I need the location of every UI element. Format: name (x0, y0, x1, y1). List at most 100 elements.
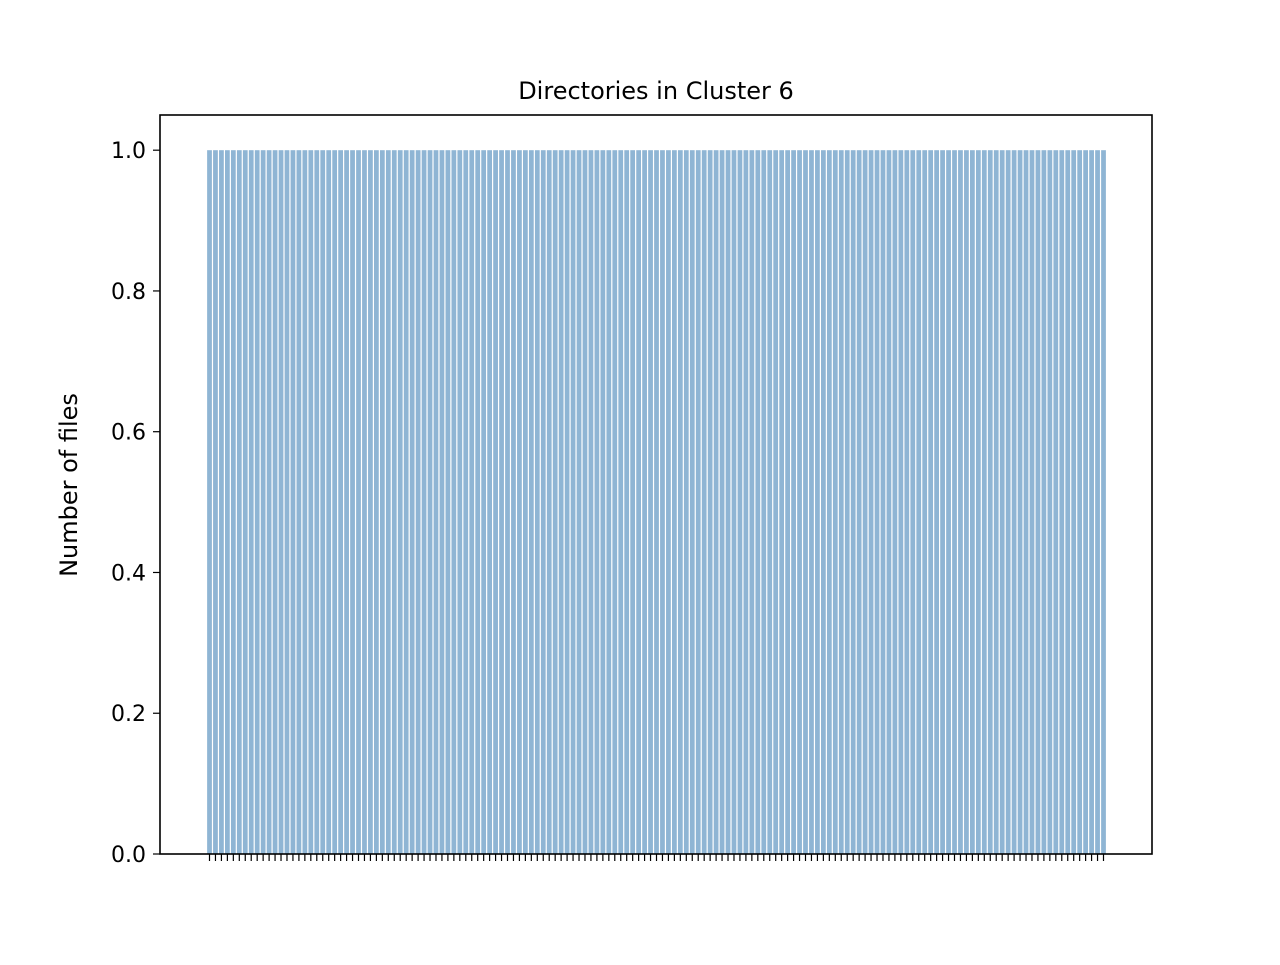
bar (1029, 150, 1035, 854)
bar (981, 150, 987, 854)
bar (1089, 150, 1094, 854)
y-tick-label: 0.8 (111, 280, 146, 305)
bar (1017, 150, 1023, 854)
bar (946, 150, 951, 854)
bar (242, 150, 248, 854)
bar (654, 150, 659, 854)
bar (809, 150, 814, 854)
bar (916, 150, 922, 854)
bar (1041, 150, 1047, 854)
bar (534, 150, 540, 854)
bar (1059, 150, 1065, 854)
bar (350, 150, 355, 854)
bar (761, 150, 767, 854)
bar (356, 150, 361, 854)
bar (797, 150, 802, 854)
bar (302, 150, 308, 854)
bar (826, 150, 832, 854)
bar (576, 150, 582, 854)
bar (964, 150, 969, 854)
bar (970, 150, 975, 854)
bar (320, 150, 326, 854)
bar (636, 150, 642, 854)
y-tick-label: 0.0 (111, 843, 146, 868)
bar (439, 150, 445, 854)
bar (344, 150, 349, 854)
bar (892, 150, 898, 854)
bar (1101, 150, 1106, 854)
bar (832, 150, 838, 854)
bar (1023, 150, 1029, 854)
bar (618, 150, 624, 854)
bar (1083, 150, 1089, 854)
bar (958, 150, 963, 854)
bar (338, 150, 344, 854)
bar (987, 150, 993, 854)
bar (600, 150, 606, 854)
bar (695, 150, 701, 854)
bar (397, 150, 403, 854)
bar (415, 150, 421, 854)
bar (803, 150, 808, 854)
bar (731, 150, 737, 854)
y-axis-label: Number of files (55, 393, 83, 577)
bar (725, 150, 731, 854)
bar (284, 150, 290, 854)
bar (838, 150, 844, 854)
bar (999, 150, 1005, 854)
bar (469, 150, 475, 854)
bar (701, 150, 707, 854)
bar (463, 150, 469, 854)
bar (570, 150, 576, 854)
bar (207, 150, 212, 854)
bar (260, 150, 266, 854)
bar (672, 150, 677, 854)
bar (546, 150, 552, 854)
bar (213, 150, 218, 854)
bar (427, 150, 433, 854)
bar (898, 150, 904, 854)
bar (940, 150, 945, 854)
bar (540, 150, 546, 854)
bar (248, 150, 254, 854)
bar (666, 150, 671, 854)
bar (552, 150, 558, 854)
bar (308, 150, 314, 854)
bar (707, 150, 713, 854)
bar (719, 150, 725, 854)
bar (767, 150, 773, 854)
bar (236, 150, 242, 854)
bar (582, 150, 588, 854)
bar (528, 150, 534, 854)
bar (785, 150, 791, 854)
bar (421, 150, 427, 854)
y-tick-label: 0.2 (111, 702, 146, 727)
bar (773, 150, 779, 854)
bar (517, 150, 522, 854)
bar (564, 150, 570, 854)
bar (660, 150, 665, 854)
bar (332, 150, 338, 854)
bar (254, 150, 260, 854)
bar (391, 150, 397, 854)
bar (677, 150, 683, 854)
bar (272, 150, 278, 854)
bar (821, 150, 826, 854)
bar (296, 150, 302, 854)
bar (791, 150, 796, 854)
bar (1065, 150, 1071, 854)
bar (815, 150, 820, 854)
bar (922, 150, 928, 854)
bar (225, 150, 230, 854)
bar (874, 150, 880, 854)
bar (993, 150, 999, 854)
bar (374, 150, 379, 854)
bar (642, 150, 647, 854)
bar (475, 150, 481, 854)
bar (856, 150, 862, 854)
bar (630, 150, 636, 854)
bar (749, 150, 755, 854)
bar (290, 150, 296, 854)
bar (445, 150, 451, 854)
bar (606, 150, 612, 854)
